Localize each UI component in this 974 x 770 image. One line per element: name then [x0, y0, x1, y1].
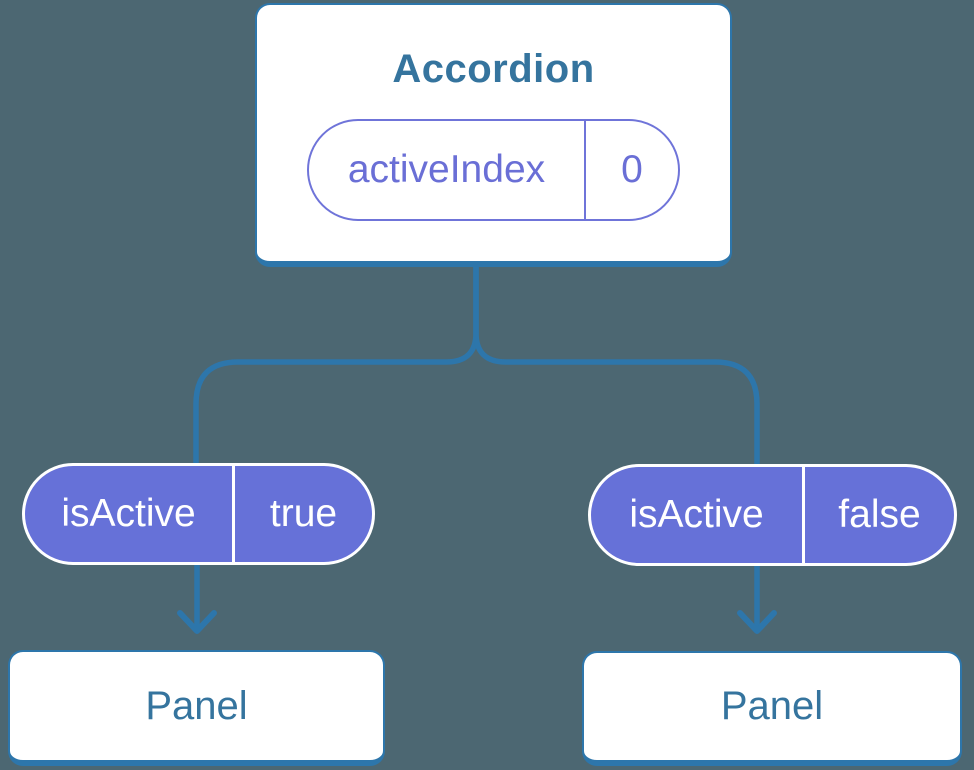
- arrow-right-head-icon: [737, 610, 777, 634]
- prop-pill-left-value: true: [269, 492, 338, 535]
- panel-node-right-title: Panel: [720, 684, 824, 728]
- panel-node-right: Panel: [582, 651, 962, 766]
- accordion-node-title: Accordion: [392, 47, 595, 91]
- connector-branch-left: [193, 259, 479, 466]
- prop-pill-right-name: isActive: [591, 467, 805, 563]
- panel-node-left-title: Panel: [145, 683, 248, 728]
- connector-branch-right: [473, 259, 760, 467]
- accordion-node: Accordion activeIndex 0: [255, 3, 732, 267]
- arrow-left-head-icon: [177, 610, 217, 634]
- prop-pill-left-name: isActive: [25, 466, 235, 562]
- state-pill-value: 0: [621, 148, 643, 191]
- state-pill-name: activeIndex: [309, 121, 586, 219]
- state-pill: activeIndex 0: [307, 119, 680, 221]
- prop-pill-right-value: false: [838, 493, 921, 536]
- panel-node-left: Panel: [8, 650, 385, 766]
- prop-pill-left: isActive true: [22, 463, 375, 565]
- prop-pill-right: isActive false: [588, 464, 957, 566]
